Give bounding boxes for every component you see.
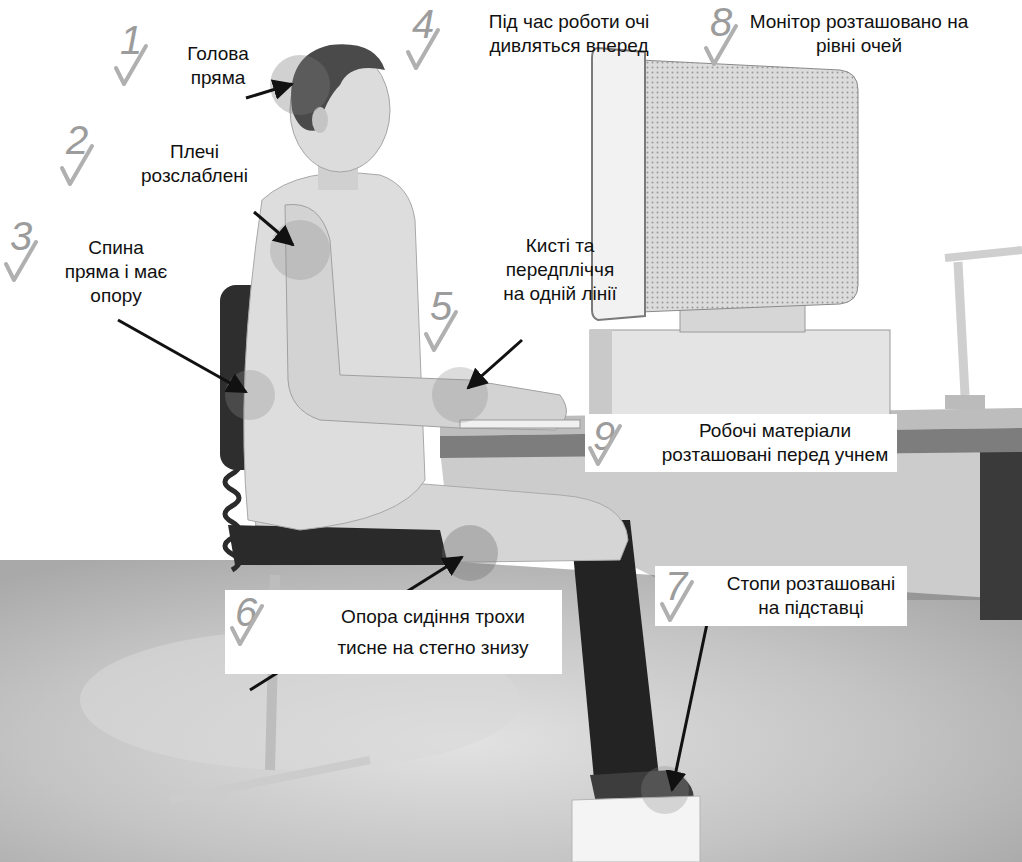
zone-highlight <box>442 525 498 581</box>
callout-number: 7 <box>665 566 687 606</box>
callout-text: Опора сидіння трохи тисне на стегно зниз… <box>317 601 549 663</box>
check-mark <box>706 26 736 64</box>
check-mark <box>426 312 456 350</box>
lamp-base <box>945 395 985 409</box>
check-mark <box>590 426 620 464</box>
lamp-arm <box>945 250 1022 258</box>
check-mark <box>232 606 262 644</box>
system-unit-front <box>590 330 612 420</box>
leader-arrow <box>672 600 712 790</box>
callout-text: Голова пряма <box>178 42 258 90</box>
lamp-pole <box>958 262 965 395</box>
callout-number: 4 <box>412 4 434 44</box>
check-mark <box>116 46 146 84</box>
callout-number: 3 <box>10 216 32 256</box>
callout-number: 5 <box>430 286 452 326</box>
zone-highlight <box>270 220 330 280</box>
leader-arrow <box>468 340 522 388</box>
callout-number: 8 <box>710 2 732 42</box>
keyboard <box>460 420 580 428</box>
zone-highlight <box>641 766 689 814</box>
check-mark <box>662 582 692 620</box>
chair-base <box>170 760 370 800</box>
chair-seat <box>228 525 448 565</box>
callout-number: 9 <box>593 416 615 456</box>
callout-number: 1 <box>120 20 142 60</box>
zone-highlight <box>225 370 275 420</box>
callout-number: 2 <box>66 120 88 160</box>
check-mark <box>408 30 438 68</box>
callout-box: 9 Робочі матеріали розташовані перед учне… <box>585 414 897 472</box>
monitor-body <box>640 60 858 312</box>
callout-box: 7 Стопи розташовані на підставці <box>655 566 907 626</box>
zone-highlight <box>432 367 488 423</box>
callout-text: Спина пряма і має опору <box>60 236 172 308</box>
leader-arrow <box>118 320 246 392</box>
zone-highlight <box>270 55 330 115</box>
check-mark <box>6 242 36 280</box>
floor <box>0 560 1022 862</box>
callout-text: Плечі розслаблені <box>132 140 257 188</box>
callout-number: 6 <box>235 592 257 632</box>
callout-text: Під час роботи очі дивляться вперед <box>458 10 680 58</box>
callout-box: 6 Опора сидіння трохи тисне на стегно зни… <box>225 590 562 674</box>
desk-leg <box>980 440 1022 620</box>
leader-arrow <box>246 84 292 98</box>
system-unit <box>590 330 890 420</box>
callout-text: Робочі матеріали розташовані перед учнем <box>657 419 893 467</box>
check-mark <box>62 146 92 184</box>
leader-arrow <box>254 212 293 245</box>
callout-text: Стопи розташовані на підставці <box>719 572 903 620</box>
callout-text: Монітор розташовано на рівні очей <box>748 10 970 58</box>
callout-text: Кисті та передпліччя на одній лінії <box>494 234 626 306</box>
